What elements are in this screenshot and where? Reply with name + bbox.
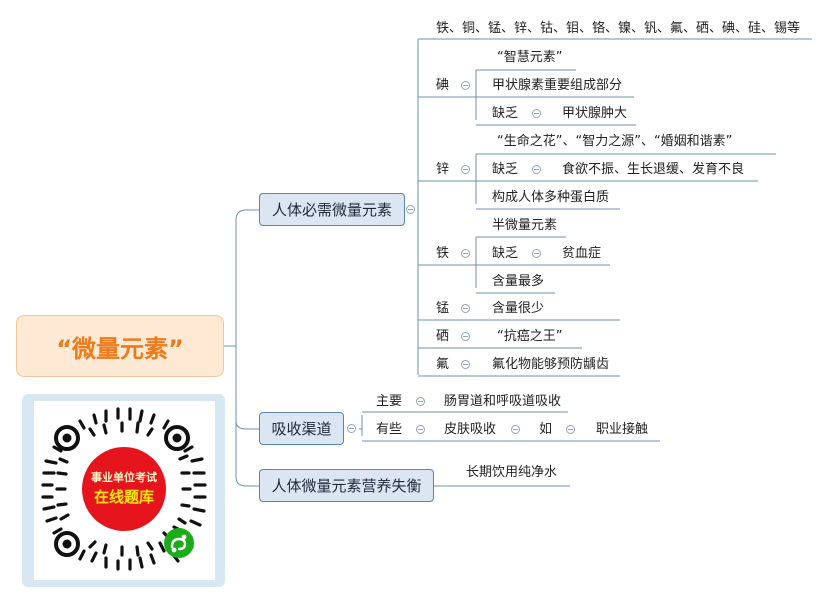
collapse-icon[interactable] bbox=[461, 81, 470, 90]
root-topic[interactable]: “微量元素” bbox=[16, 315, 224, 377]
collapse-icon[interactable] bbox=[347, 424, 356, 433]
qr-finder-top-left bbox=[54, 425, 80, 451]
topic-imbalance[interactable]: 人体微量元素营养失衡 bbox=[259, 469, 434, 502]
collapse-icon[interactable] bbox=[532, 109, 541, 118]
collapse-icon[interactable] bbox=[461, 304, 470, 313]
iodine-item[interactable]: 甲状腺素重要组成部分 bbox=[492, 78, 623, 93]
collapse-icon[interactable] bbox=[416, 397, 425, 406]
topic-essential-label: 人体必需微量元素 bbox=[271, 201, 392, 219]
collapse-icon[interactable] bbox=[511, 425, 520, 434]
collapse-icon[interactable] bbox=[406, 205, 415, 214]
absorption-main-label[interactable]: 主要 bbox=[376, 394, 403, 409]
qr-finder-top-right bbox=[164, 425, 190, 451]
root-label: “微量元素” bbox=[56, 334, 184, 363]
collapse-icon[interactable] bbox=[532, 165, 541, 174]
zinc-item[interactable]: 构成人体多种蛋白质 bbox=[492, 190, 610, 205]
absorption-some-value[interactable]: 皮肤吸收 bbox=[444, 422, 497, 437]
iron-item[interactable]: 缺乏 bbox=[492, 246, 519, 261]
zinc-label[interactable]: 锌 bbox=[436, 162, 450, 177]
collapse-icon[interactable] bbox=[566, 425, 575, 434]
collapse-icon[interactable] bbox=[461, 332, 470, 341]
collapse-icon[interactable] bbox=[532, 249, 541, 258]
zinc-item[interactable]: “生命之花”、“智力之源”、“婚姻和谐素” bbox=[497, 134, 733, 149]
topic-essential-elements[interactable]: 人体必需微量元素 bbox=[259, 193, 405, 226]
selenium-item[interactable]: “抗癌之王” bbox=[497, 329, 563, 344]
zinc-item[interactable]: 缺乏 bbox=[492, 162, 519, 177]
iron-item[interactable]: 半微量元素 bbox=[492, 218, 558, 233]
fluorine-label[interactable]: 氟 bbox=[436, 357, 450, 372]
qr-center-badge bbox=[82, 447, 166, 531]
qr-code[interactable]: 事业单位考试 在线题库 bbox=[34, 401, 215, 580]
iodine-item[interactable]: “智慧元素” bbox=[497, 50, 563, 65]
iron-label[interactable]: 铁 bbox=[436, 246, 450, 261]
zinc-lack-result[interactable]: 食欲不振、生长退缓、发育不良 bbox=[562, 162, 745, 177]
iodine-label[interactable]: 碘 bbox=[436, 78, 450, 93]
collapse-icon[interactable] bbox=[461, 165, 470, 174]
iodine-item[interactable]: 缺乏 bbox=[492, 106, 519, 121]
manganese-item[interactable]: 含量很少 bbox=[492, 301, 545, 316]
fluorine-item[interactable]: 氟化物能够预防龋齿 bbox=[492, 357, 610, 372]
iron-lack-result[interactable]: 贫血症 bbox=[562, 246, 602, 261]
absorption-some-conj[interactable]: 如 bbox=[539, 422, 553, 437]
wechat-miniprogram-icon bbox=[164, 528, 194, 558]
topic-imbalance-label: 人体微量元素营养失衡 bbox=[271, 477, 422, 495]
topic-absorption-label: 吸收渠道 bbox=[271, 420, 332, 438]
iodine-lack-result[interactable]: 甲状腺肿大 bbox=[562, 106, 628, 121]
manganese-label[interactable]: 锰 bbox=[436, 301, 450, 316]
element-list[interactable]: 铁、铜、锰、锌、钴、钼、铬、镍、钒、氟、硒、碘、硅、锡等 bbox=[436, 21, 801, 36]
collapse-icon[interactable] bbox=[461, 249, 470, 258]
iron-item[interactable]: 含量最多 bbox=[492, 274, 545, 289]
absorption-some-example[interactable]: 职业接触 bbox=[596, 422, 649, 437]
qr-finder-bottom-left bbox=[54, 531, 80, 557]
topic-absorption[interactable]: 吸收渠道 bbox=[259, 412, 344, 445]
qr-text-line2: 在线题库 bbox=[94, 488, 154, 506]
collapse-icon[interactable] bbox=[416, 425, 425, 434]
qr-text-line1: 事业单位考试 bbox=[91, 470, 157, 484]
imbalance-item[interactable]: 长期饮用纯净水 bbox=[466, 465, 558, 480]
selenium-label[interactable]: 硒 bbox=[436, 329, 450, 344]
absorption-main-value[interactable]: 肠胃道和呼吸道吸收 bbox=[444, 394, 562, 409]
collapse-icon[interactable] bbox=[461, 360, 470, 369]
absorption-some-label[interactable]: 有些 bbox=[376, 422, 403, 437]
